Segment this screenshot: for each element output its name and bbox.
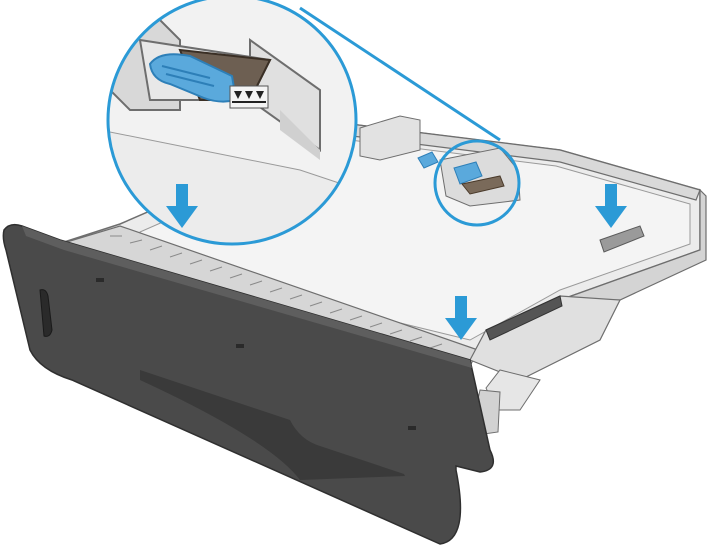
callout-magnifier bbox=[106, 0, 358, 246]
guide-tab bbox=[148, 53, 238, 103]
down-arrow-icon bbox=[595, 184, 627, 228]
callout-target-circle bbox=[433, 139, 521, 227]
fill-limit-marks bbox=[229, 85, 269, 109]
down-arrow-icon bbox=[445, 296, 477, 340]
down-arrow-icon bbox=[166, 184, 198, 228]
tray-front-panel bbox=[2, 223, 495, 545]
